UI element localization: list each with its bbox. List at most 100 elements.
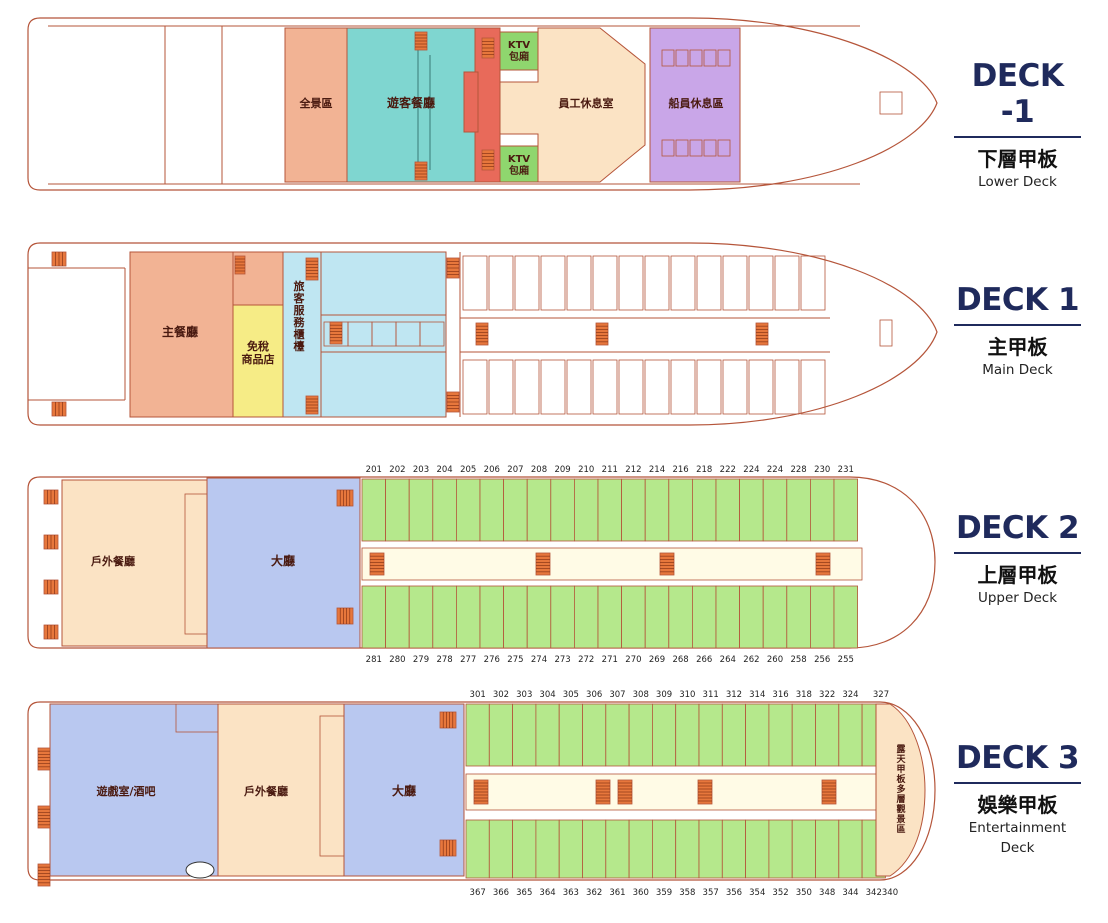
deck-name-zh: 主甲板 <box>987 335 1048 359</box>
cabin-deck3-top <box>582 703 607 767</box>
cabin-outline <box>419 321 445 347</box>
cabin-deck2-top <box>715 478 741 542</box>
cabin-deck3-bottom <box>488 819 513 879</box>
cabin-deck2-bottom <box>361 585 387 649</box>
cabin-deck3-bottom <box>558 819 583 879</box>
cabin-number: 211 <box>602 465 618 475</box>
cabin-number: 279 <box>413 655 429 665</box>
cabin-number: 228 <box>790 465 806 475</box>
deck-name-en: Main Deck <box>982 362 1053 378</box>
deck-title: DECK -1 <box>971 58 1064 130</box>
cabin-deck3-bottom <box>582 819 607 879</box>
cabin-deck1 <box>488 255 514 311</box>
cabin-deck2-top <box>597 478 623 542</box>
cabin-deck3-bottom <box>605 819 630 879</box>
cabin-deck1 <box>670 255 696 311</box>
partition <box>184 493 208 635</box>
label-duty-free: 免稅商品店 <box>242 339 275 366</box>
cabin-deck2-bottom <box>833 585 859 649</box>
stairs-icon <box>755 322 769 346</box>
stairs-icon <box>659 552 675 576</box>
cabin-number: 311 <box>703 690 719 700</box>
cabin-number: 275 <box>507 655 523 665</box>
cabin-outline <box>717 139 731 157</box>
cabin-number: 209 <box>554 465 570 475</box>
label-outdoor-dining-2: 戶外餐廳 <box>91 554 135 568</box>
cabin-deck2-top <box>550 478 575 542</box>
room-main-dining <box>129 251 234 418</box>
cabin-deck1 <box>462 359 488 415</box>
cabin-number: 327 <box>873 690 889 700</box>
stairs-icon <box>595 322 609 346</box>
cabin-deck2-bottom <box>479 585 505 649</box>
cabin-deck1 <box>514 255 540 311</box>
cabin-outline <box>661 49 675 67</box>
cabin-deck2-top <box>385 478 410 542</box>
cabin-deck3-bottom <box>465 819 490 879</box>
cabin-number: 301 <box>470 690 486 700</box>
cabin-deck2-top <box>503 478 528 542</box>
cabin-number: 348 <box>819 888 835 898</box>
cabin-deck3-bottom <box>745 819 770 879</box>
cabin-deck2-bottom <box>762 585 788 649</box>
cabin-deck3-top <box>768 703 793 767</box>
cabin-number: 354 <box>749 888 765 898</box>
cabin-deck2-bottom <box>550 585 575 649</box>
deck-3-label: DECK 3 娛樂甲板 Entertainment Deck <box>950 740 1085 858</box>
deck-minus1-label: DECK -1 下層甲板 Lower Deck <box>950 58 1085 192</box>
cabin-deck3-bottom <box>535 819 560 879</box>
cabin-deck1 <box>644 255 670 311</box>
cabin-number: 218 <box>696 465 712 475</box>
cabin-deck2-top <box>668 478 693 542</box>
stairs-icon <box>439 711 457 729</box>
cabin-deck3-bottom <box>652 819 677 879</box>
cabin-deck1 <box>618 255 644 311</box>
cabin-deck1 <box>774 255 800 311</box>
cabin-number: 365 <box>516 888 532 898</box>
cabin-outline <box>675 139 689 157</box>
cabin-number: 340 <box>882 888 898 898</box>
room-guest-dining <box>346 27 476 183</box>
divider <box>954 782 1081 784</box>
cabin-deck2-top <box>644 478 670 542</box>
cabin-number: 366 <box>493 888 509 898</box>
cabin-deck3-top <box>675 703 700 767</box>
cabin-number: 274 <box>531 655 547 665</box>
deck-title: DECK 2 <box>955 510 1080 546</box>
divider <box>954 552 1081 554</box>
cabin-number: 204 <box>436 465 452 475</box>
cabin-deck1 <box>592 255 618 311</box>
cabin-outline <box>703 139 717 157</box>
cabin-number: 212 <box>625 465 641 475</box>
cabin-number: 364 <box>539 888 555 898</box>
cabin-number: 280 <box>389 655 405 665</box>
cabin-deck3-top <box>628 703 653 767</box>
cabin-number: 256 <box>814 655 830 665</box>
cabin-number: 271 <box>602 655 618 665</box>
cabin-deck3-bottom <box>698 819 723 879</box>
cabin-deck2-top <box>621 478 646 542</box>
cabin-deck2-top <box>786 478 811 542</box>
stairs-icon <box>37 863 51 887</box>
deck-1-label: DECK 1 主甲板 Main Deck <box>950 282 1085 380</box>
cabin-deck3-bottom <box>512 819 537 879</box>
cabin-deck1 <box>774 359 800 415</box>
cabin-deck1 <box>592 359 618 415</box>
cabin-number: 255 <box>838 655 854 665</box>
cabin-number: 269 <box>649 655 665 665</box>
cabin-deck2-top <box>692 478 717 542</box>
cabin-deck1 <box>800 359 826 415</box>
cabin-deck1 <box>540 255 566 311</box>
cabin-deck1 <box>540 359 566 415</box>
stairs-icon <box>336 489 354 507</box>
cabin-number: 205 <box>460 465 476 475</box>
cabin-deck3-top <box>652 703 677 767</box>
cabin-number: 361 <box>609 888 625 898</box>
cabin-number: 214 <box>649 465 665 475</box>
label-crew-lounge: 船員休息區 <box>669 96 724 110</box>
room-staff-lounge <box>499 27 646 183</box>
cabin-outline <box>689 49 703 67</box>
label-staff-lounge: 員工休息室 <box>558 96 614 110</box>
cabin-deck2-top <box>408 478 434 542</box>
stairs-icon <box>815 552 831 576</box>
